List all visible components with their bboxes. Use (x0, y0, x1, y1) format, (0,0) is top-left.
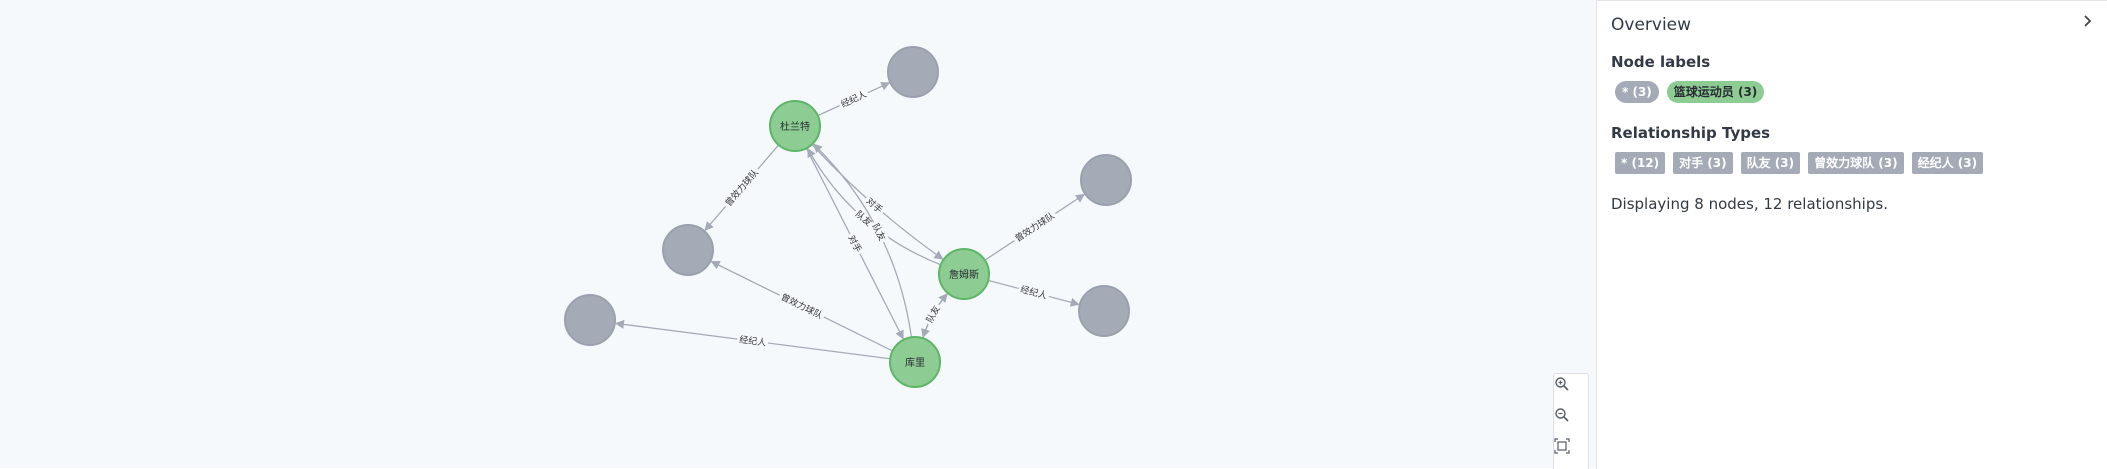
node-circle[interactable] (564, 294, 616, 346)
node-caption: 杜兰特 (780, 120, 810, 133)
node-circle[interactable] (889, 336, 941, 388)
relationship-label-background (1017, 282, 1051, 303)
collapse-sidebar-button[interactable] (2078, 11, 2098, 31)
relationship-label: 曾效力球队 (779, 291, 825, 322)
graph-node[interactable] (662, 224, 714, 276)
node-label-pill-all[interactable]: * (3) (1615, 81, 1659, 103)
node-circle[interactable] (887, 46, 939, 98)
node-caption: 詹姆斯 (949, 268, 979, 281)
chevron-right-icon (2084, 15, 2092, 27)
edges-layer: 经纪人曾效力球队队友对手对手队友曾效力球队经纪人对手队友曾效力球队经纪人 (614, 82, 1086, 360)
node-caption: 库里 (905, 356, 925, 369)
player-node[interactable]: 詹姆斯 (938, 248, 990, 300)
zoom-in-button[interactable] (1554, 376, 1588, 406)
relationship-label: 经纪人 (839, 88, 869, 110)
graph-canvas[interactable]: 经纪人曾效力球队队友对手对手队友曾效力球队经纪人对手队友曾效力球队经纪人 杜兰特… (0, 0, 1596, 469)
relationship-tag-opponent[interactable]: 对手 (3) (1673, 152, 1733, 174)
node-circle[interactable] (1078, 285, 1130, 337)
relationship-label-background (862, 193, 887, 218)
relationship-label: 曾效力球队 (1013, 210, 1057, 245)
relationship-label: 经纪人 (739, 333, 767, 348)
relationship-label-background (851, 206, 876, 231)
node-circle[interactable] (1080, 154, 1132, 206)
zoom-out-icon (1555, 408, 1569, 422)
relationship-tag-agent[interactable]: 经纪人 (3) (1911, 152, 1984, 174)
relationship-label-background (777, 289, 827, 323)
relationship-label-background (844, 231, 866, 257)
graph-stats: Displaying 8 nodes, 12 relationships. (1611, 195, 1888, 213)
graph-node[interactable] (564, 294, 616, 346)
overview-sidebar: Overview Node labels * (3) 篮球运动员 (3) Rel… (1596, 0, 2107, 469)
zoom-out-button[interactable] (1554, 407, 1588, 437)
graph-node[interactable] (1080, 154, 1132, 206)
player-node[interactable]: 杜兰特 (769, 100, 821, 152)
relationship-tag-former-team[interactable]: 曾效力球队 (3) (1808, 152, 1904, 174)
node-circle[interactable] (769, 100, 821, 152)
node-circle[interactable] (938, 248, 990, 300)
fit-to-screen-icon (1554, 438, 1570, 454)
relationship-label-background (721, 165, 763, 211)
relationship-label-background (922, 301, 944, 327)
node-labels-title: Node labels (1611, 53, 1711, 71)
relationship-label-background (1011, 208, 1059, 246)
zoom-in-icon (1555, 377, 1569, 391)
fit-to-screen-button[interactable] (1554, 438, 1588, 468)
graph-svg[interactable]: 经纪人曾效力球队队友对手对手队友曾效力球队经纪人对手队友曾效力球队经纪人 杜兰特… (0, 0, 1596, 468)
graph-node[interactable] (887, 46, 939, 98)
node-label-pill-player[interactable]: 篮球运动员 (3) (1666, 81, 1765, 103)
zoom-controls (1553, 373, 1589, 469)
relationship-tag-all[interactable]: * (12) (1615, 152, 1666, 174)
relationship-label: 曾效力球队 (722, 167, 760, 209)
node-labels-list: * (3) 篮球运动员 (3) (1615, 81, 1765, 103)
graph-node[interactable] (1078, 285, 1130, 337)
relationship-types-title: Relationship Types (1611, 124, 1771, 142)
relationship-label-background (736, 333, 769, 349)
relationship-edge[interactable] (812, 143, 913, 338)
relationship-label-background (837, 87, 871, 112)
node-circle[interactable] (662, 224, 714, 276)
player-node[interactable]: 库里 (889, 336, 941, 388)
overview-title: Overview (1611, 15, 1692, 35)
relationship-label-background (868, 219, 890, 245)
relationship-types-list: * (12) 对手 (3) 队友 (3) 曾效力球队 (3) 经纪人 (3) (1615, 152, 1984, 174)
relationship-tag-teammate[interactable]: 队友 (3) (1740, 152, 1801, 174)
relationship-label: 经纪人 (1019, 283, 1048, 302)
